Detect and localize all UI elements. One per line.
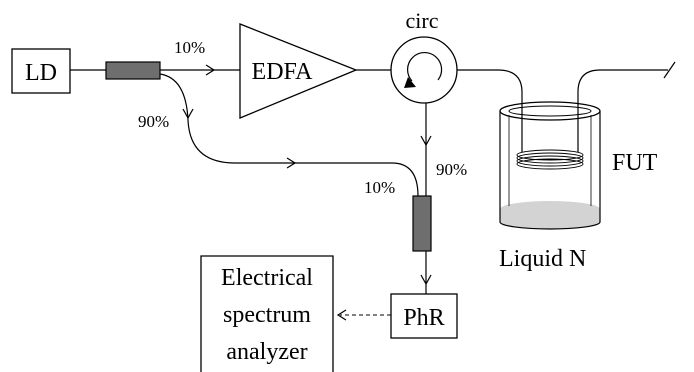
fiber-coil-loop-1 <box>516 149 584 161</box>
arrow-reference-down <box>182 108 194 120</box>
input-coupler <box>105 61 161 80</box>
fiber-coil-loop-2 <box>516 152 584 164</box>
ld-box <box>11 48 71 94</box>
fiber-coil-loop-4 <box>516 158 584 170</box>
fiber-circ-to-fut <box>457 69 523 152</box>
output-coupler <box>412 195 432 252</box>
arrow-to-phr <box>420 274 432 286</box>
esa-label-line1: Electrical <box>221 265 313 291</box>
fiber-cleaved-end <box>663 61 676 79</box>
dewar-rim-outer <box>499 101 601 121</box>
fiber-fut-exit <box>577 69 668 152</box>
dewar-bottom <box>499 221 601 230</box>
esa-box <box>200 255 334 372</box>
circulator-rotation-arc <box>407 51 443 82</box>
phr-box <box>390 293 458 339</box>
edfa-label: EDFA <box>252 59 314 85</box>
circulator-arrowhead <box>404 77 416 88</box>
fiber-coil-loop-3 <box>516 155 584 167</box>
split-10-top-label: 10% <box>174 38 205 57</box>
circulator <box>390 36 458 104</box>
arrow-to-esa <box>336 309 347 321</box>
liquid-nitrogen-body <box>500 209 600 229</box>
ld-label: LD <box>25 60 57 86</box>
esa-label-line2: spectrum <box>223 302 311 328</box>
fiber-reference-branch <box>159 73 419 197</box>
circ-label: circ <box>406 8 439 33</box>
split-90-left-label: 90% <box>138 112 169 131</box>
split-10-bottom-label: 10% <box>364 178 395 197</box>
liquid-n-label: Liquid N <box>499 246 586 272</box>
esa-label-line3: analyzer <box>226 339 307 365</box>
dewar-rim-inner <box>508 105 592 117</box>
arrow-circ-down <box>420 135 432 147</box>
phr-label: PhR <box>403 305 444 331</box>
fut-label: FUT <box>612 150 658 176</box>
arrow-reference-right <box>286 157 297 169</box>
split-90-right-label: 90% <box>436 160 467 179</box>
edfa-amplifier <box>239 23 358 119</box>
arrow-to-edfa <box>205 64 216 76</box>
